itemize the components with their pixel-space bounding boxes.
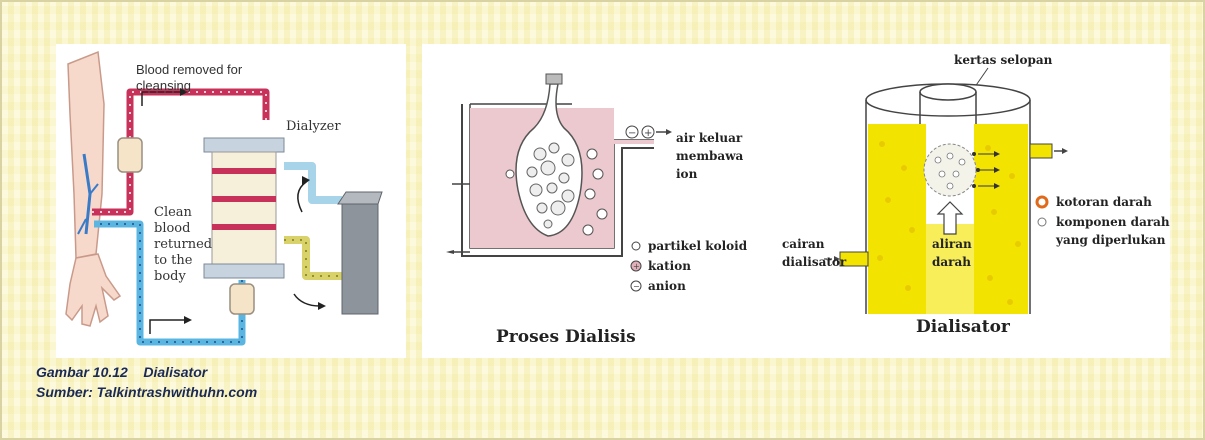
- figure-caption: Gambar 10.12 Dialisator: [36, 364, 207, 380]
- outflow-label: air keluar membawa ion: [676, 131, 748, 181]
- white-circle-icon: [1038, 218, 1046, 226]
- orange-circle-icon: [1037, 197, 1047, 207]
- dialisator-diagram: kertas selopan: [782, 53, 1170, 337]
- dialisator-legend: kotoran darah komponen darah yang diperl…: [1037, 195, 1170, 247]
- svg-text:anion: anion: [648, 279, 686, 293]
- hemodialysis-illustration: Blood removed forcleansing Dialyzer Clea…: [56, 44, 406, 358]
- svg-text:komponen darah yang: komponen darah yang diperlukan: [1055, 215, 1170, 247]
- flow-arrow-icon: [150, 320, 184, 334]
- svg-text:+: +: [633, 262, 640, 271]
- dialisator-title: Dialisator: [916, 317, 1011, 337]
- label-dialyzer: Dialyzer: [286, 119, 341, 134]
- svg-text:+: +: [644, 128, 652, 139]
- proses-legend: partikel koloid + kation − anion: [631, 239, 748, 293]
- flow-arrow-icon: [298, 182, 306, 212]
- proses-dialisis-diagram: − + air keluar membawa ion partikel kolo…: [446, 74, 748, 347]
- dialysate-out-tube: [284, 166, 342, 200]
- svg-text:partikel koloid: partikel koloid: [648, 239, 748, 253]
- flow-arrow-icon: [294, 294, 320, 306]
- figure-source: Sumber: Talkintrashwithuhn.com: [36, 384, 257, 400]
- dialysate-in-tube: [284, 240, 342, 276]
- svg-text:−: −: [628, 128, 636, 139]
- top-label: kertas selopan: [954, 53, 1053, 67]
- dialysis-machine: [342, 204, 378, 314]
- svg-text:−: −: [633, 282, 640, 291]
- label-blood-removed: Blood removed forcleansing: [136, 62, 243, 93]
- inlet-label: cairan dialisator: [782, 237, 847, 269]
- dialyzer-unit: [204, 138, 284, 278]
- svg-text:kotoran darah: kotoran darah: [1056, 195, 1152, 209]
- bubble-trap: [230, 284, 254, 314]
- proses-title: Proses Dialisis: [496, 327, 636, 347]
- open-circle-icon: [632, 242, 640, 250]
- dialysis-schematics: − + air keluar membawa ion partikel kolo…: [422, 44, 1170, 358]
- blood-pump: [118, 138, 142, 172]
- hand-illustration: [66, 254, 120, 326]
- svg-text:kation: kation: [648, 259, 691, 273]
